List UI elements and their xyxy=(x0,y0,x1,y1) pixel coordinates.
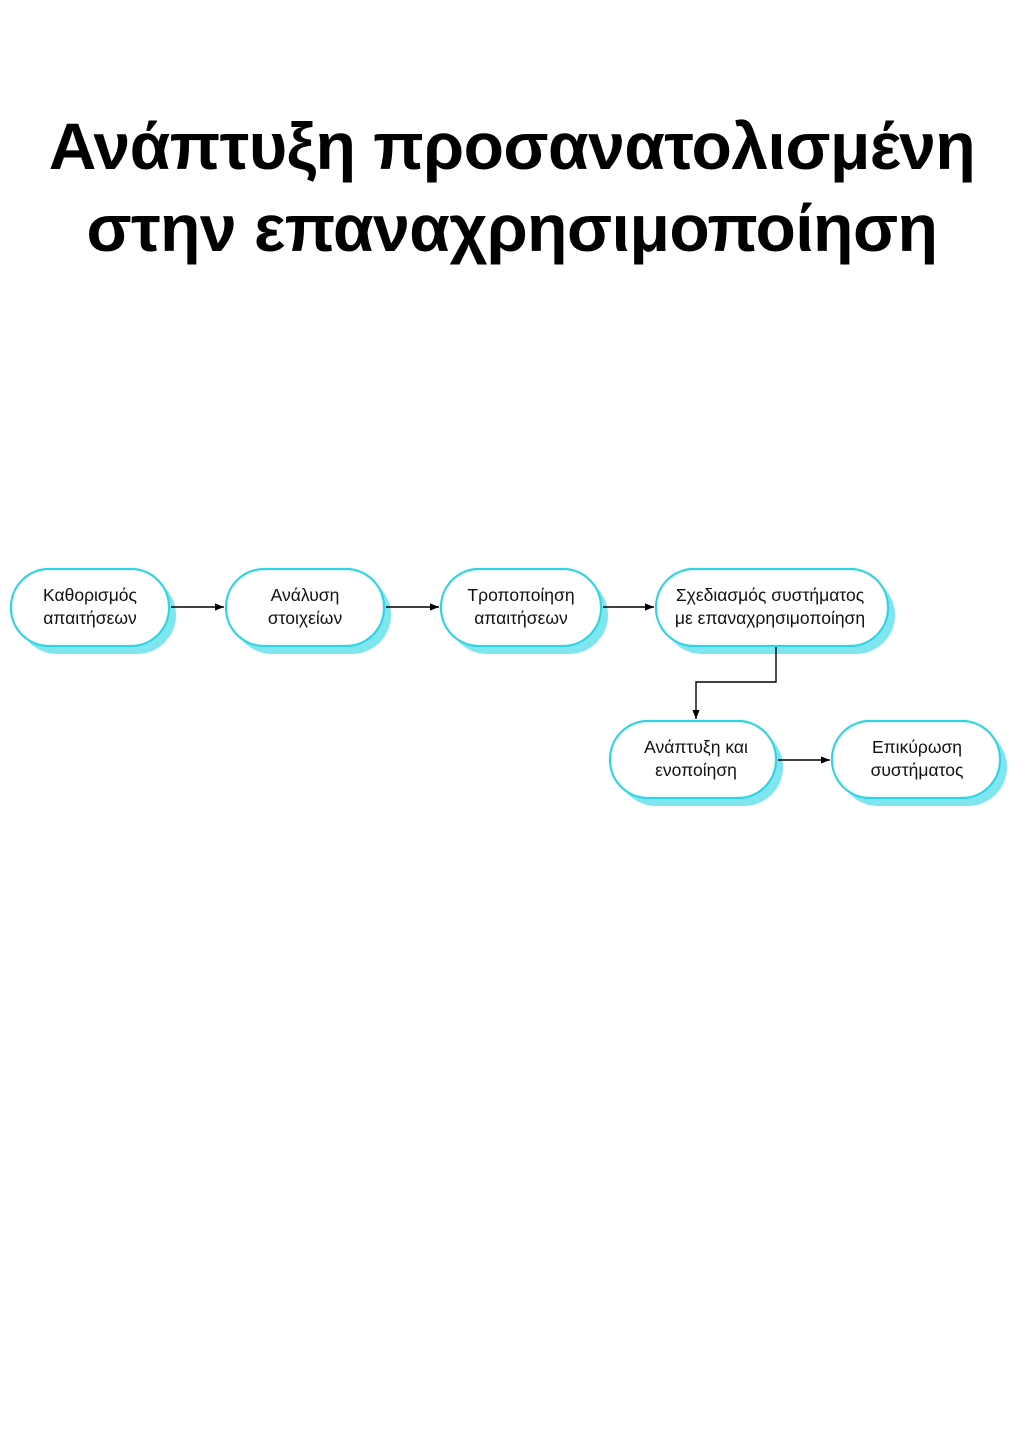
node-box xyxy=(224,567,386,648)
process-node-system-validation: Επικύρωση συστήματος xyxy=(830,719,1007,806)
node-label-line-2: απαιτήσεων xyxy=(474,608,568,628)
process-node-system-design-with-reuse: Σχεδιασμός συστήματος με επαναχρησιμοποί… xyxy=(654,567,895,654)
node-box xyxy=(654,567,890,648)
node-label-line-2: με επαναχρησιμοποίηση xyxy=(675,608,865,628)
node-label-line-2: στοιχείων xyxy=(268,608,343,628)
node-label-line-1: Καθορισμός xyxy=(43,585,137,605)
page-title: Ανάπτυξη προσανατολισμένη στην επαναχρησ… xyxy=(0,105,1024,269)
node-label-line-2: απαιτήσεων xyxy=(43,608,137,628)
node-label-line-2: ενοποίηση xyxy=(655,760,737,780)
arrow-system-design-to-development-and-integration xyxy=(692,647,777,719)
node-label-line-1: Ανάπτυξη και xyxy=(644,737,748,757)
process-node-requirements-specification: Καθορισμός απαιτήσεων xyxy=(9,567,176,654)
node-label-line-1: Επικύρωση xyxy=(872,737,962,757)
page-title-line-2: στην επαναχρησιμοποίηση xyxy=(86,191,938,265)
process-node-component-analysis: Ανάλυση στοιχείων xyxy=(224,567,391,654)
node-label-line-2: συστήματος xyxy=(871,760,964,780)
page-title-line-1: Ανάπτυξη προσανατολισμένη xyxy=(48,109,976,183)
process-node-requirements-modification: Τροποποίηση απαιτήσεων xyxy=(439,567,608,654)
node-label-line-1: Τροποποίηση xyxy=(467,585,574,605)
node-label-line-1: Ανάλυση xyxy=(271,585,340,605)
node-box xyxy=(830,719,1002,800)
node-box xyxy=(439,567,603,648)
node-box xyxy=(608,719,778,800)
node-box xyxy=(9,567,171,648)
process-node-development-and-integration: Ανάπτυξη και ενοποίηση xyxy=(608,719,783,806)
node-label-line-1: Σχεδιασμός συστήματος xyxy=(676,585,864,605)
